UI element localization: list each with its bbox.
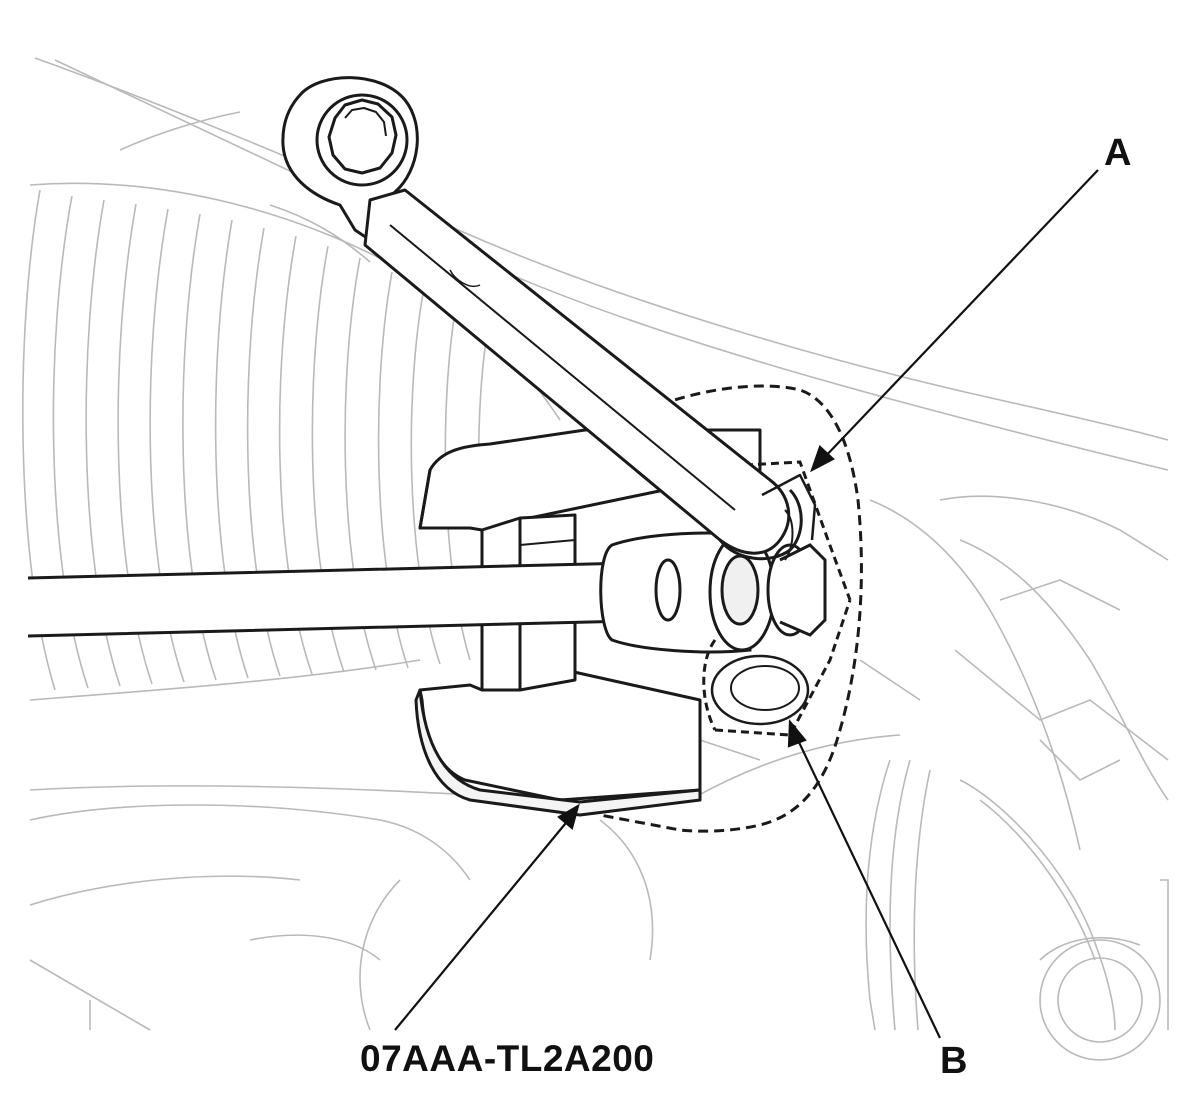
callout-label-b: B: [940, 1040, 968, 1082]
callout-label-a: A: [1104, 132, 1132, 174]
arrow-a-head: [810, 445, 835, 473]
arrow-b-head: [787, 719, 807, 748]
combination-wrench: [281, 76, 817, 561]
rack-shaft: [27, 531, 827, 654]
leader-lines: [394, 169, 1099, 1039]
tool-part-number: 07AAA-TL2A200: [360, 1038, 655, 1079]
arrow-tool-head: [557, 803, 580, 830]
tool-hidden-outline: [599, 384, 863, 833]
vehicle-background: [22, 57, 1169, 1061]
